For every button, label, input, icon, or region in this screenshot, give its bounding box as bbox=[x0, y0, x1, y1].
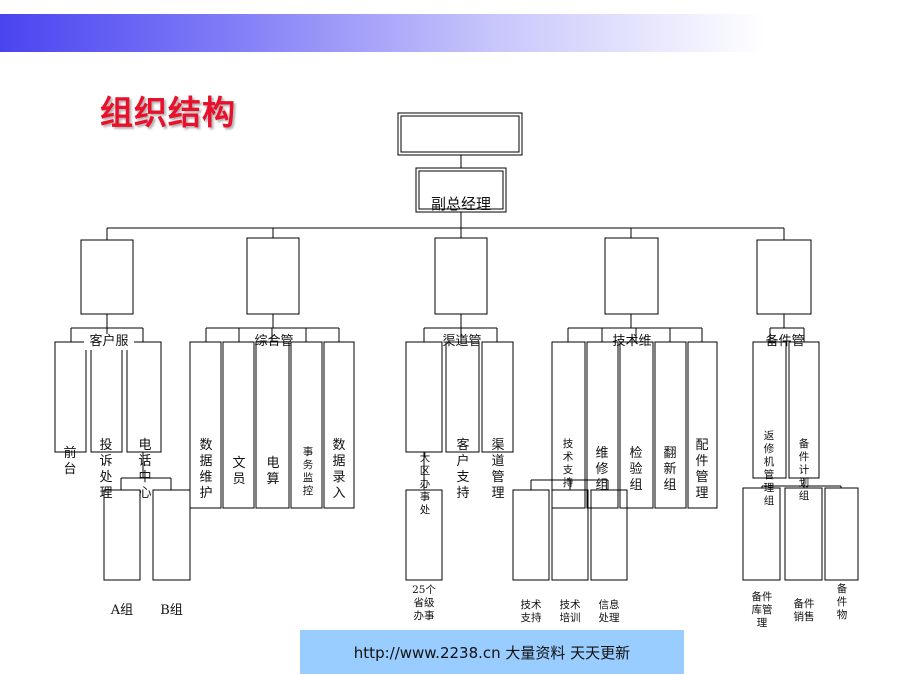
sub-provinces: 25个省级办事 bbox=[412, 584, 436, 622]
dept-box-3 bbox=[434, 237, 488, 315]
unit-dianhua: 电话中心 bbox=[138, 438, 152, 501]
sub-parts-logistics: 备件物 bbox=[836, 583, 848, 621]
header-gradient-band bbox=[0, 14, 900, 52]
sub-tech-support: 技术支持 bbox=[520, 599, 542, 624]
sub-parts-sales: 备件销售 bbox=[793, 598, 815, 623]
unit-peijian: 配件管理 bbox=[695, 438, 709, 501]
dept-box-1 bbox=[80, 239, 134, 315]
unit-tousu: 投诉处理 bbox=[99, 438, 113, 501]
footer-url-banner[interactable]: http://www.2238.cn 大量资料 天天更新 bbox=[300, 630, 684, 674]
dept-box-4 bbox=[604, 237, 659, 315]
slide-title: 组织结构 bbox=[100, 93, 236, 132]
unit-beijian-jihua: 备件计划组 bbox=[798, 438, 810, 502]
unit-shiwu: 事务监控 bbox=[302, 446, 314, 497]
sub-parts-warehouse: 备件库管理 bbox=[751, 591, 773, 629]
unit-qudao: 渠道管理 bbox=[491, 438, 505, 501]
unit-fanxiu: 返修机管理组 bbox=[763, 430, 775, 507]
unit-jishu-zhichi: 技术支持 bbox=[562, 438, 574, 489]
unit-fanxin: 翻新组 bbox=[663, 446, 677, 493]
sub-tech-training: 技术培训 bbox=[559, 599, 581, 624]
unit-shuju-weihu: 数据维护 bbox=[199, 438, 213, 501]
deputy-gm-label: 副总经理 bbox=[430, 195, 491, 213]
sub-info-processing: 信息处理 bbox=[598, 599, 620, 624]
dept-box-2 bbox=[246, 237, 300, 315]
dept-label-2: 综合管 bbox=[254, 334, 294, 349]
unit-kehu: 客户支持 bbox=[456, 438, 470, 501]
top-box bbox=[397, 112, 523, 156]
dept-label-1: 客户服 bbox=[84, 334, 134, 350]
dept-label-4: 技术维 bbox=[612, 334, 652, 349]
dept-label-5: 备件管 bbox=[765, 334, 805, 349]
unit-weixiu: 维修组 bbox=[595, 446, 609, 493]
dept-box-5 bbox=[756, 239, 812, 315]
unit-jianyan: 检验组 bbox=[629, 446, 643, 493]
unit-shuju-luru: 数据录入 bbox=[332, 438, 346, 501]
unit-daqu: 大区办事处 bbox=[419, 452, 431, 516]
dept-label-3: 渠道管 bbox=[442, 334, 482, 349]
unit-qiantai: 前台 bbox=[63, 446, 77, 477]
unit-diansuan: 电算 bbox=[266, 456, 280, 487]
sub-a-group: A组 bbox=[110, 603, 134, 618]
sub-b-group: B组 bbox=[160, 603, 183, 618]
unit-wenyuan: 文员 bbox=[232, 456, 246, 487]
